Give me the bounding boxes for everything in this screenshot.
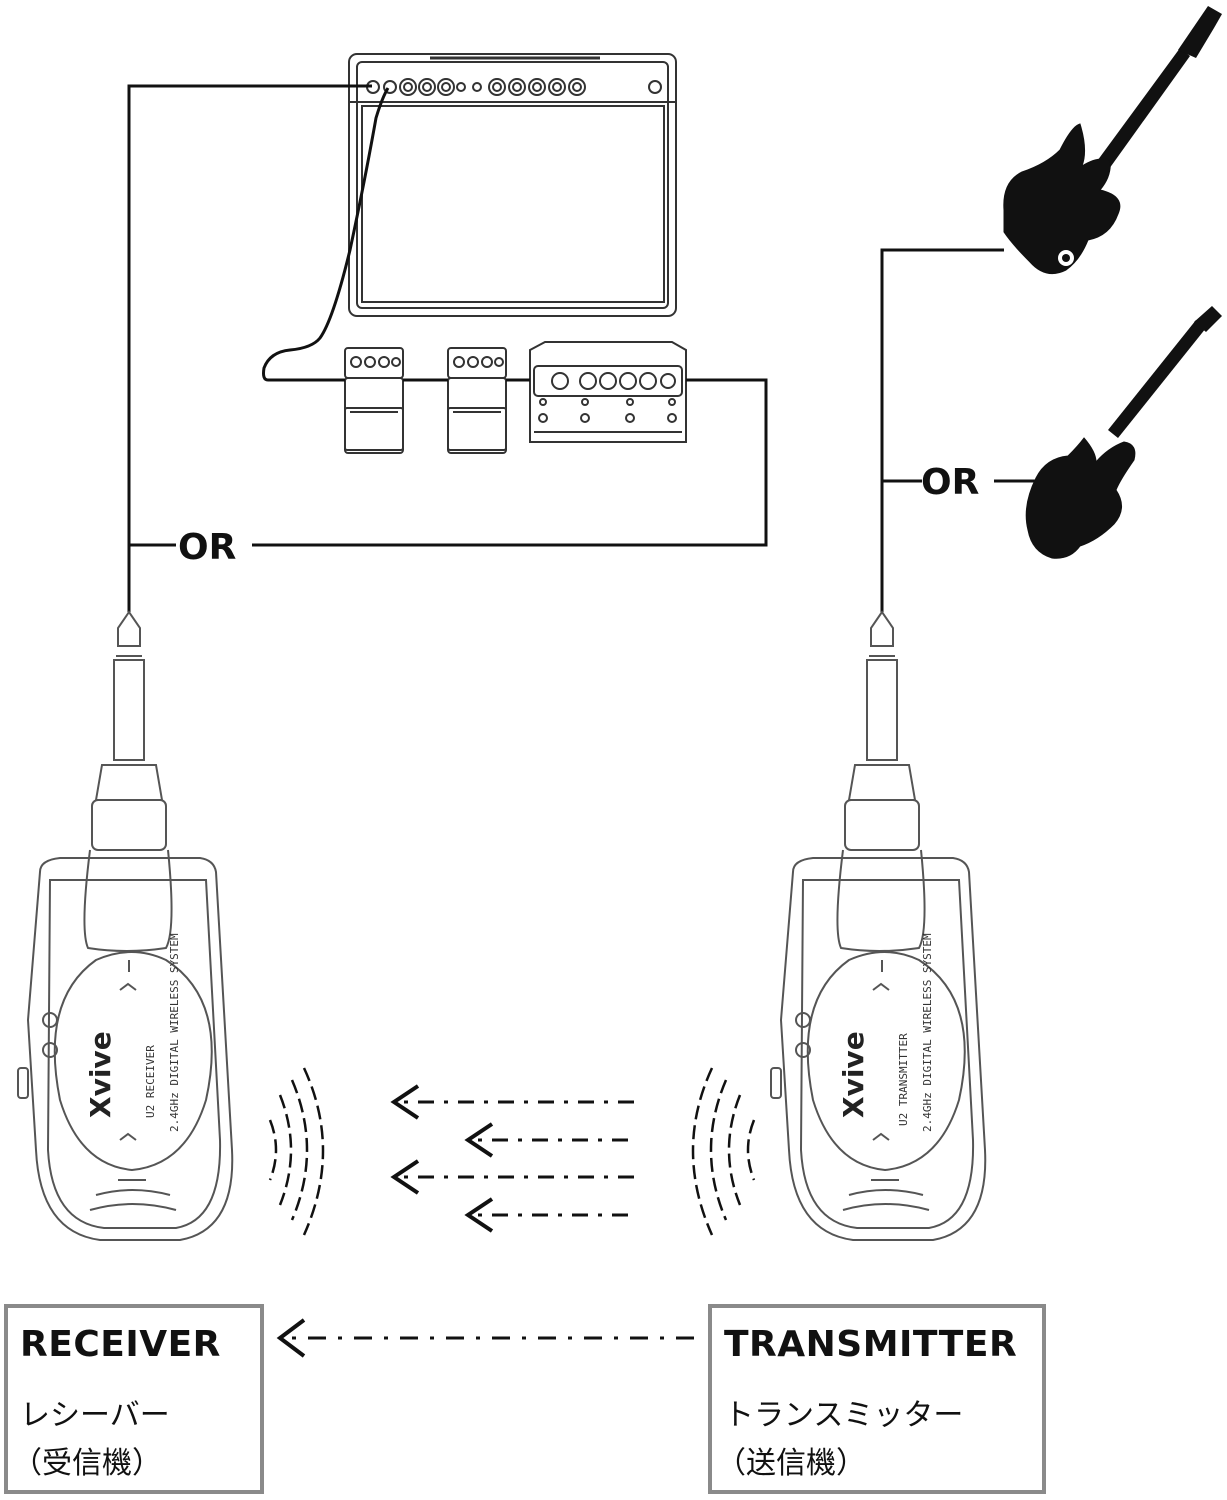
transmitter-title: TRANSMITTER xyxy=(724,1324,1018,1365)
or-label-right: OR xyxy=(921,462,979,503)
receiver-brand: Xvive xyxy=(84,1031,117,1118)
transmitter-japanese-desc: （送信機） xyxy=(716,1446,866,1481)
receiver-japanese-name: レシーバー xyxy=(20,1398,170,1433)
or-label-left: OR xyxy=(178,527,236,568)
transmitter-cable xyxy=(880,248,1036,612)
electric-guitar-1-icon xyxy=(1003,6,1222,275)
legend-arrow xyxy=(276,1318,694,1358)
multi-effects-pedal-icon xyxy=(529,341,687,443)
receiver-cable xyxy=(127,84,768,612)
electric-guitar-2-icon xyxy=(1025,306,1222,559)
transmitter-brand: Xvive xyxy=(837,1031,870,1118)
transmitter-device-icon: Xvive U2 TRANSMITTER 2.4GHz DIGITAL WIRE… xyxy=(770,610,987,1241)
transmitter-model: U2 TRANSMITTER xyxy=(897,1033,910,1126)
pedal-1-icon xyxy=(344,347,404,454)
receiver-model: U2 RECEIVER xyxy=(144,1045,157,1118)
transmitter-japanese-name: トランスミッター xyxy=(724,1398,964,1433)
pedal-2-icon xyxy=(447,347,507,454)
amplifier-icon xyxy=(348,53,677,317)
transmitter-signal-waves-icon xyxy=(691,1067,756,1236)
receiver-signal-waves-icon xyxy=(268,1067,325,1236)
receiver-japanese-desc: （受信機） xyxy=(12,1446,162,1481)
receiver-caption: 2.4GHz DIGITAL WIRELESS SYSTEM xyxy=(168,933,181,1132)
transmitter-label-box: TRANSMITTER トランスミッター （送信機） xyxy=(708,1304,1046,1494)
receiver-label-box: RECEIVER レシーバー （受信機） xyxy=(4,1304,264,1494)
transmitter-caption: 2.4GHz DIGITAL WIRELESS SYSTEM xyxy=(921,933,934,1132)
receiver-title: RECEIVER xyxy=(20,1324,221,1365)
receiver-device-icon: Xvive U2 RECEIVER 2.4GHz DIGITAL WIRELES… xyxy=(17,610,234,1241)
signal-arrows xyxy=(390,1084,634,1233)
